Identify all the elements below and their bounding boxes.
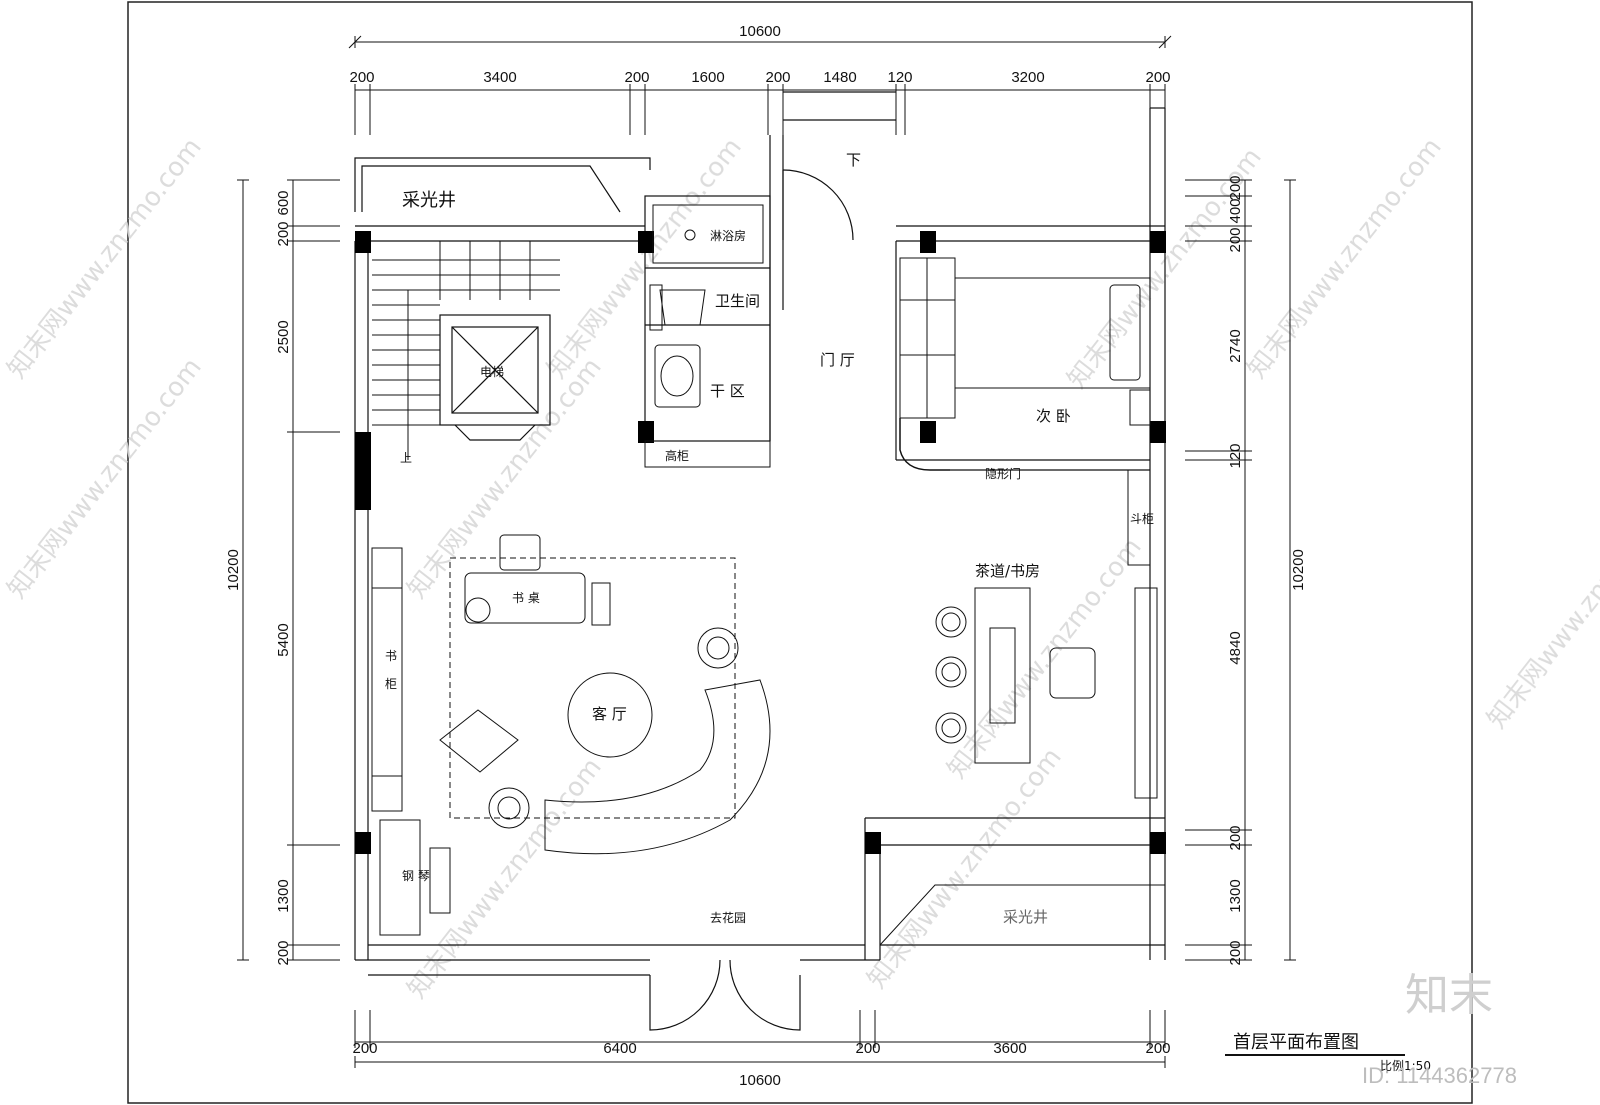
watermark-text: 知末网www.znzmo.com — [2, 353, 208, 605]
dim-right-seg: 2740 — [1227, 329, 1244, 362]
dim-right-total: 10200 — [1290, 549, 1307, 591]
label-hidden-door: 隐形门 — [985, 466, 1021, 481]
dim-bottom-seg: 6400 — [603, 1040, 636, 1057]
dim-bottom-seg: 200 — [352, 1040, 377, 1057]
room-labels: 采光井 淋浴房 卫生间 干 区 高柜 门 厅 下 上 电梯 次 卧 隐形门 斗柜… — [385, 151, 1154, 926]
brand-logo-text: 知末 — [1405, 970, 1493, 1021]
label-living-room: 客 厅 — [592, 705, 627, 723]
label-shower: 淋浴房 — [710, 228, 746, 243]
label-desk: 书 桌 — [512, 591, 540, 605]
dim-left-seg: 1300 — [275, 879, 292, 912]
dim-top-seg: 200 — [349, 69, 374, 86]
label-up: 上 — [400, 451, 412, 465]
dim-right-seg: 200 — [1227, 940, 1244, 965]
label-dry-zone: 干 区 — [710, 382, 745, 400]
dimension-lines — [237, 35, 1296, 1068]
elevator — [439, 314, 551, 441]
watermark-text: 知末网www.znzmo.com — [1482, 483, 1600, 735]
label-down: 下 — [846, 151, 861, 169]
dim-left-seg: 600 — [275, 190, 292, 215]
dim-bottom-seg: 200 — [855, 1040, 880, 1057]
dim-left-seg: 200 — [275, 221, 292, 246]
dim-right-seg: 200 — [1227, 175, 1244, 200]
dim-top-seg: 1480 — [823, 69, 856, 86]
living-furniture — [371, 534, 771, 936]
bath-fixtures — [644, 204, 771, 468]
dimension-labels: 10600 200 3400 200 1600 200 1480 120 320… — [225, 23, 1307, 1089]
dim-top-seg: 200 — [765, 69, 790, 86]
dim-top-seg: 3200 — [1011, 69, 1044, 86]
id-text: ID: 1144362778 — [1362, 1063, 1517, 1088]
label-tall-cabinet: 高柜 — [665, 448, 689, 463]
dim-top-total: 10600 — [739, 23, 781, 40]
label-bookcase-2: 柜 — [385, 677, 397, 691]
dim-top-seg: 1600 — [691, 69, 724, 86]
dim-left-seg: 2500 — [275, 320, 292, 353]
dim-top-seg: 200 — [1145, 69, 1170, 86]
dim-left-total: 10200 — [225, 549, 242, 591]
dim-right-seg: 200 — [1227, 227, 1244, 252]
skylight-bottom — [879, 884, 1165, 946]
tea-furniture — [935, 587, 1158, 799]
bedroom-furniture — [899, 257, 1151, 566]
label-piano: 钢 琴 — [402, 869, 430, 883]
label-to-garden: 去花园 — [710, 910, 746, 925]
dim-right-seg: 4840 — [1227, 631, 1244, 664]
stairs — [372, 241, 560, 460]
watermark-text: 知末网www.znzmo.com — [2, 133, 208, 385]
dim-left-seg: 200 — [275, 940, 292, 965]
dim-right-seg: 120 — [1227, 443, 1244, 468]
label-foyer: 门 厅 — [820, 351, 855, 369]
brand-watermark: 知末 ID: 1144362778 — [1362, 970, 1517, 1088]
title-block: 首层平面布置图 比例1:50 — [1225, 1032, 1431, 1073]
sheet-frame — [127, 1, 1473, 1104]
label-tea-study: 茶道/书房 — [975, 562, 1040, 580]
drawing-title: 首层平面布置图 — [1233, 1032, 1359, 1053]
label-skylight-top: 采光井 — [402, 190, 456, 211]
dim-right-seg: 1300 — [1227, 879, 1244, 912]
label-skylight-bottom: 采光井 — [1003, 908, 1048, 926]
dim-top-seg: 120 — [887, 69, 912, 86]
watermark-text: 知末网www.znzmo.com — [402, 353, 608, 605]
label-elevator: 电梯 — [480, 365, 504, 379]
watermark-text: 知末网www.znzmo.com — [402, 753, 608, 1005]
dim-bottom-total: 10600 — [739, 1072, 781, 1089]
dim-bottom-seg: 200 — [1145, 1040, 1170, 1057]
label-bookcase-1: 书 — [385, 649, 397, 663]
dim-left-seg: 5400 — [275, 623, 292, 656]
watermark-text: 知末网www.znzmo.com — [1242, 133, 1448, 385]
label-bathroom: 卫生间 — [715, 292, 760, 310]
label-shoe-cabinet: 斗柜 — [1130, 512, 1154, 526]
columns — [355, 231, 1166, 854]
dim-right-seg: 400 — [1227, 198, 1244, 223]
label-second-bedroom: 次 卧 — [1036, 407, 1071, 425]
scale-label: 比例1:50 — [1380, 1059, 1431, 1073]
dim-top-seg: 200 — [624, 69, 649, 86]
dim-right-seg: 200 — [1227, 825, 1244, 850]
dim-top-seg: 3400 — [483, 69, 516, 86]
dim-bottom-seg: 3600 — [993, 1040, 1026, 1057]
